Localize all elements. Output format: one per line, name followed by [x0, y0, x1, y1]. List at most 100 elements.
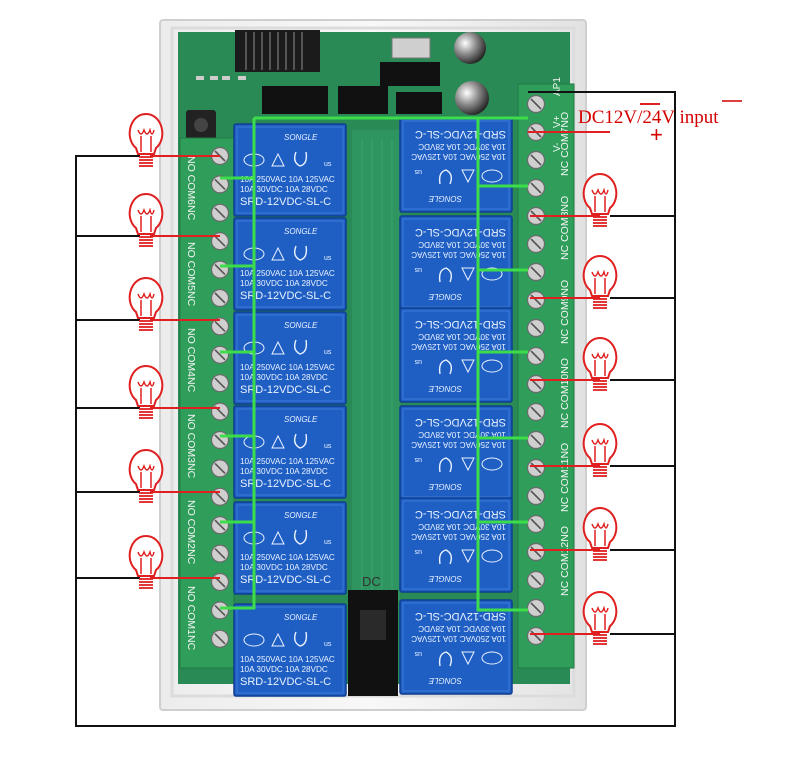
relay-model: SRD-12VDC-SL-C	[415, 128, 506, 140]
screw-terminal-icon[interactable]	[526, 374, 546, 394]
screw-terminal-icon[interactable]	[526, 430, 546, 450]
relay-model: SRD-12VDC-SL-C	[240, 196, 331, 208]
antenna-coil	[245, 32, 303, 70]
relay-brand: SONGLE	[284, 133, 318, 142]
screw-terminal-icon[interactable]	[526, 150, 546, 170]
screw-terminal-icon[interactable]	[526, 234, 546, 254]
relay-rating-2: 10A 30VDC 10A 28VDC	[418, 430, 506, 439]
screw-terminal-icon[interactable]	[210, 203, 230, 222]
relay-rating-1: 10A 250VAC 10A 125VAC	[411, 152, 506, 161]
relay-cert: us	[324, 539, 332, 546]
channel-label: NC COM8NO	[559, 196, 571, 260]
cqc-mark-icon	[243, 633, 265, 647]
relay-brand: SONGLE	[284, 511, 318, 520]
screw-terminal-icon[interactable]	[210, 317, 230, 336]
screw-terminal-icon[interactable]	[526, 486, 546, 506]
screw-terminal-icon[interactable]	[526, 626, 546, 646]
relay-rating-2: 10A 30VDC 10A 28VDC	[240, 467, 328, 476]
screw-terminal-icon[interactable]	[526, 94, 546, 114]
channel-label: NC COM11NO	[559, 443, 571, 512]
screw-terminal-icon[interactable]	[210, 516, 230, 535]
light-bulb-icon	[582, 422, 618, 477]
screw-terminal-icon[interactable]	[526, 318, 546, 338]
screw-terminal-icon[interactable]	[210, 430, 230, 450]
warning-triangle-icon	[461, 651, 475, 666]
warning-triangle-icon	[461, 359, 475, 374]
relay-brand: SONGLE	[428, 676, 462, 685]
relay-rating-2: 10A 30VDC 10A 28VDC	[418, 624, 506, 633]
screw-terminal-icon[interactable]	[210, 402, 230, 421]
channel-label: NO COM1NC	[185, 586, 197, 651]
power-pin-label: AP1	[552, 77, 563, 96]
screw-terminal-icon[interactable]	[210, 260, 230, 279]
pcb-center-traces	[361, 140, 393, 590]
relay-model: SRD-12VDC-SL-C	[240, 676, 331, 688]
relay-cert: us	[324, 255, 332, 262]
screw-terminal-icon[interactable]	[526, 346, 546, 366]
screw-terminal-icon[interactable]	[526, 542, 546, 562]
power-pin-label: V+	[552, 115, 563, 128]
screw-terminal-icon[interactable]	[526, 290, 546, 310]
screw-terminal-icon[interactable]	[210, 288, 230, 308]
screw-terminal-icon[interactable]	[210, 487, 230, 506]
power-distribution-wires	[220, 116, 528, 612]
screw-terminal-icon[interactable]	[526, 598, 546, 618]
screw-terminal-icon[interactable]	[210, 459, 230, 478]
light-bulb-icon	[128, 448, 164, 503]
relay-cert: us	[414, 266, 422, 273]
decoder-chip	[380, 62, 440, 86]
light-bulb-icon	[582, 172, 618, 227]
relay-model: SRD-12VDC-SL-C	[240, 478, 331, 490]
relay-brand: SONGLE	[284, 613, 318, 622]
screw-terminal-icon[interactable]	[210, 544, 230, 563]
relay-rating-2: 10A 30VDC 10A 28VDC	[418, 332, 506, 341]
screw-terminal-icon[interactable]	[210, 572, 230, 592]
screw-terminal-icon[interactable]	[526, 514, 546, 534]
light-bulb-icon	[582, 590, 618, 645]
screw-terminal-icon[interactable]	[526, 458, 546, 478]
screw-terminal-icon[interactable]	[526, 570, 546, 590]
screw-terminal-icon[interactable]	[526, 178, 546, 198]
driver-chip-2	[338, 86, 388, 114]
ul-mark-icon	[293, 433, 308, 449]
light-bulb-icon	[128, 534, 164, 589]
screw-terminal-icon[interactable]	[210, 374, 230, 393]
warning-triangle-icon	[461, 169, 475, 184]
light-bulb-icon	[582, 336, 618, 391]
relay-rating-2: 10A 30VDC 10A 28VDC	[240, 665, 328, 674]
screw-terminal-icon[interactable]	[210, 601, 230, 620]
relay-rating-1: 10A 250VAC 10A 125VAC	[411, 440, 506, 449]
ul-mark-icon	[293, 631, 308, 647]
channel-label: NO COM4NC	[185, 328, 197, 393]
ul-mark-icon	[293, 339, 308, 355]
screw-terminal-icon[interactable]	[526, 262, 546, 282]
warning-triangle-icon	[271, 340, 285, 355]
relay-brand: SONGLE	[284, 227, 318, 236]
channel-label: NC COM7NO	[559, 112, 571, 176]
relay-cert: us	[324, 443, 332, 450]
light-bulb-icon	[128, 276, 164, 331]
screw-terminal-icon[interactable]	[210, 345, 230, 364]
relay-rating-1: 10A 250VAC 10A 125VAC	[240, 655, 335, 664]
power-pin-label: V-	[552, 143, 563, 152]
relay-rating-1: 10A 250VAC 10A 125VAC	[240, 175, 335, 184]
screw-terminal-icon[interactable]	[210, 629, 230, 648]
screw-terminal-icon[interactable]	[210, 175, 230, 194]
relay-cert: us	[414, 650, 422, 657]
relay-rating-1: 10A 250VAC 10A 125VAC	[240, 269, 335, 278]
warning-triangle-icon	[461, 267, 475, 282]
relay-brand: SONGLE	[284, 321, 318, 330]
push-button-cap[interactable]	[194, 118, 208, 132]
ul-mark-icon	[438, 267, 453, 283]
ul-mark-icon	[293, 245, 308, 261]
screw-terminal-icon[interactable]	[526, 402, 546, 422]
